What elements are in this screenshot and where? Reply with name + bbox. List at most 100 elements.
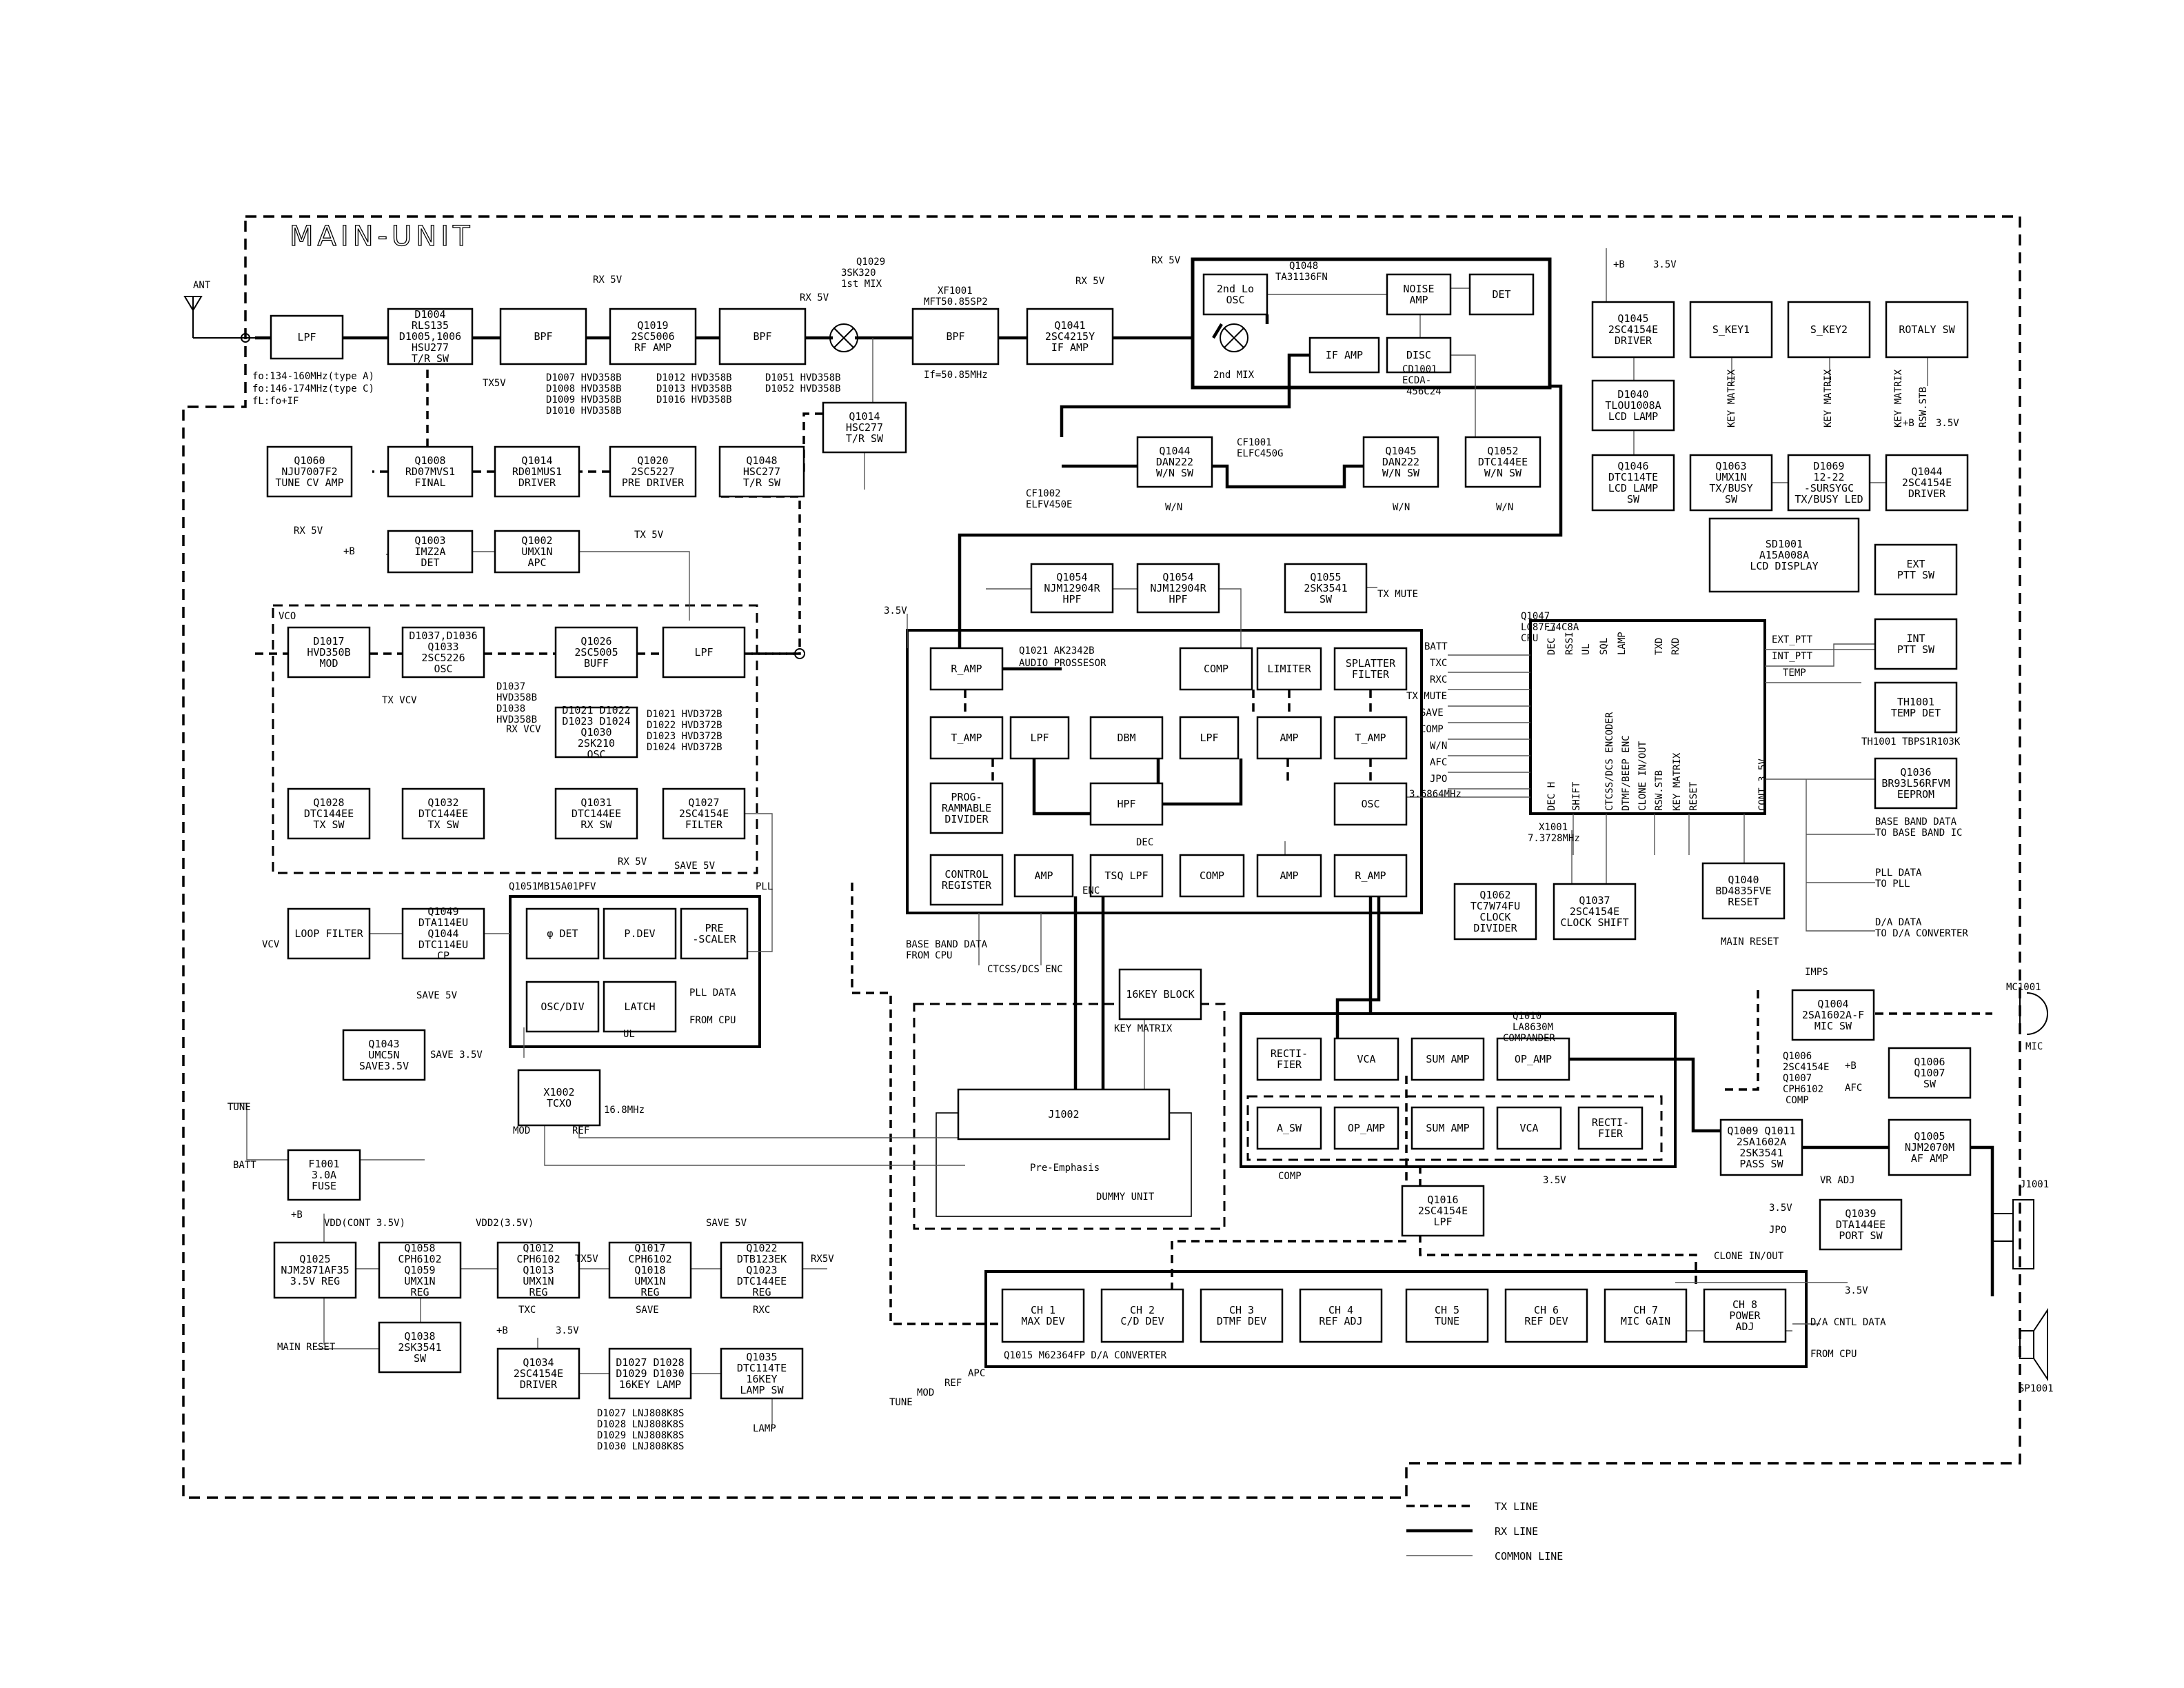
cpu-pin-bottom: RSW.STB [1654, 770, 1665, 811]
block-text: OSC [434, 663, 452, 675]
block-text: S_KEY1 [1712, 323, 1750, 336]
block-phdet: φ DET [525, 907, 600, 960]
block-text: Q1035 [746, 1351, 777, 1363]
cpu-pin-bottom: CTCSS/DCS ENCODER [1604, 712, 1615, 811]
label: CF1002 [1026, 488, 1061, 499]
freq-note-3: fL:fo+IF [252, 396, 299, 407]
block-text: Q1004 [1817, 998, 1848, 1010]
block-frame [387, 445, 474, 498]
block-text: FIER [1277, 1058, 1302, 1071]
block-text: NJM2871AF35 [281, 1264, 349, 1276]
block-text: 2SC5226 [421, 652, 465, 664]
label: TXC [1430, 658, 1447, 669]
label: Q1010 [1513, 1011, 1541, 1022]
block-frame [1874, 618, 1958, 670]
block-text: D1004 [414, 308, 445, 321]
block-op1: OP_AMP [1496, 1037, 1570, 1081]
block-amp2: AMP [1013, 854, 1074, 898]
block-text: 2SA1602A [1737, 1136, 1786, 1148]
block-text: LPF [297, 331, 316, 343]
block-lpf_ant: LPF [270, 314, 344, 360]
label: SAVE 5V [706, 1218, 747, 1229]
label: TH1001 TBPS1R103K [1861, 736, 1961, 747]
block-text: NJU7007F2 [281, 465, 337, 478]
block-text: Q1014 [521, 454, 552, 467]
block-frame [494, 445, 580, 498]
block-text: SUM AMP [1426, 1122, 1469, 1134]
block-text: Q1060 [294, 454, 325, 467]
block-text: Q1008 [414, 454, 445, 467]
block-skey1: S_KEY1 [1689, 301, 1773, 359]
block-text: AMP [1409, 294, 1428, 306]
block-frame [929, 647, 1004, 691]
block-text: 2SC4154E [679, 807, 729, 820]
block-frame [608, 1347, 692, 1400]
label: J1001 [2020, 1179, 2049, 1190]
label: Q1029 [856, 257, 885, 268]
block-frame [554, 626, 638, 679]
block-text: PORT SW [1839, 1229, 1883, 1242]
block-text: DBM [1117, 732, 1135, 744]
block-text: DTB123EK [737, 1253, 787, 1265]
label: Pre-Emphasis [1030, 1163, 1100, 1174]
block-text: RD01MUS1 [512, 465, 562, 478]
label: 3.5V [884, 605, 907, 616]
cpu-pin-bottom: CLONE IN/OUT [1637, 741, 1648, 811]
label: +B [1903, 418, 1914, 429]
block-text: Q1045 [1385, 445, 1416, 457]
block-text: Q1033 [427, 641, 458, 653]
block-text: POWER [1729, 1309, 1761, 1322]
label: D/A CNTL DATA [1810, 1317, 1886, 1328]
block-text: DTC114TE [737, 1362, 787, 1374]
label: BATT [233, 1160, 256, 1171]
block-frame [1874, 681, 1958, 734]
label: RX5V [811, 1254, 834, 1265]
label: Q1047 [1521, 611, 1550, 622]
label: If=50.85MHz [924, 370, 988, 381]
block-ch2: CH 2C/D DEV [1100, 1288, 1184, 1343]
block-frame [1179, 716, 1240, 760]
label: VDD(CONT 3.5V) [324, 1218, 405, 1229]
block-text: CPH6102 [628, 1253, 671, 1265]
block-frame [1200, 1288, 1284, 1343]
block-text: TUNE CV AMP [275, 476, 343, 489]
block-text: Q1040 [1728, 874, 1759, 886]
block-text: FINAL [414, 476, 445, 489]
label: TO BASE BAND IC [1875, 827, 1962, 838]
label: 3.5V [1543, 1175, 1566, 1186]
block-text: TC7W74FU [1470, 900, 1520, 912]
block-text: Q1044 [1159, 445, 1190, 457]
block-text: CH 4 [1328, 1304, 1353, 1316]
block-frame [287, 1149, 361, 1201]
main-unit-outline [182, 215, 2021, 1499]
label: D1052 HVD358B [765, 383, 841, 394]
label: RX VCV [506, 724, 541, 735]
block-text: SW [1627, 493, 1640, 505]
block-text: D1027 D1028 [616, 1356, 684, 1369]
key-line-label: RSW.STB [1918, 387, 1929, 428]
label: SAVE [636, 1305, 659, 1316]
block-frame [1410, 1037, 1485, 1081]
block-text: RESET [1728, 896, 1759, 908]
label: TO D/A CONVERTER [1875, 928, 1968, 939]
block-frame [1468, 273, 1535, 316]
block-frame [603, 907, 677, 960]
block-pdev: P.DEV [603, 907, 677, 960]
block-text: TCXO [547, 1097, 572, 1109]
block-frame [1577, 1106, 1644, 1150]
block-text: REF ADJ [1319, 1315, 1362, 1327]
label: TUNE [889, 1397, 913, 1408]
block-text: Q1034 [523, 1356, 554, 1369]
